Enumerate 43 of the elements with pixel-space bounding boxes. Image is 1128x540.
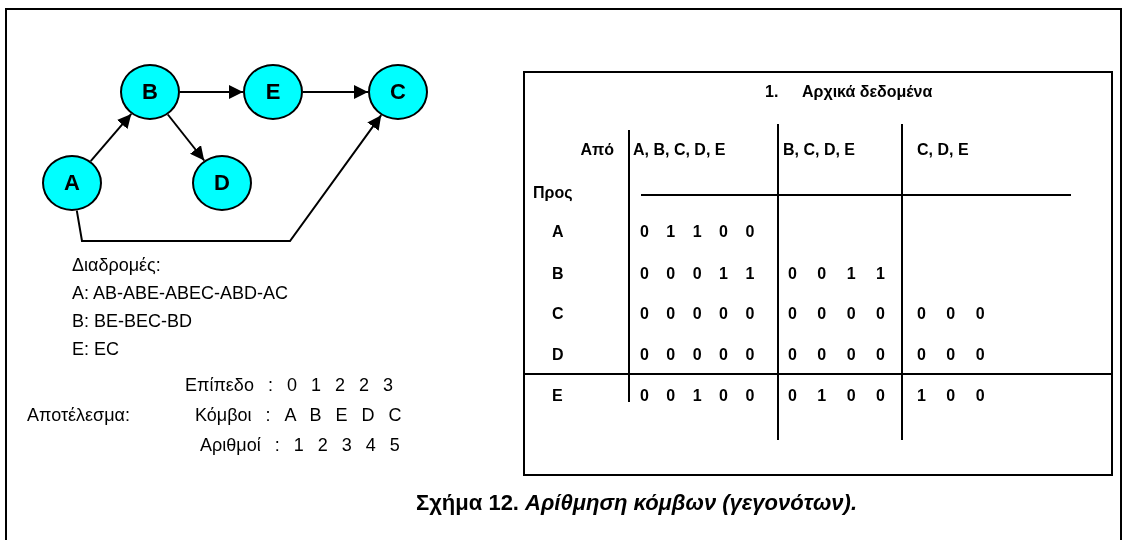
matrix-values: 0 0 0 1 1 (640, 264, 755, 284)
column-header: A, B, C, D, E (633, 140, 726, 160)
row-header: A (552, 222, 564, 242)
node-circle: C (368, 64, 428, 120)
column-header: C, D, E (917, 140, 969, 160)
route-list: E: EC (72, 338, 119, 360)
route-list: A: AB-ABE-ABEC-ABD-AC (72, 282, 289, 304)
row-header: D (552, 345, 564, 365)
matrix-values: 0 0 0 0 0 (640, 304, 755, 324)
row-header: Προς (533, 183, 573, 203)
arrow (166, 113, 206, 162)
row-header: B (552, 264, 564, 284)
arrow (179, 85, 244, 99)
arrow (302, 85, 369, 99)
arrow (89, 112, 133, 163)
result-row: Επίπεδο : 0 1 2 2 3 (185, 374, 393, 396)
node-circle: A (42, 155, 102, 211)
figure-caption: Σχήμα 12. Αρίθμηση κόμβων (γεγονότων). (416, 490, 857, 516)
column-header: B, C, D, E (783, 140, 855, 160)
column-header: Από (580, 140, 614, 160)
table-title: 1. (765, 82, 779, 102)
matrix-values: 1 0 0 (917, 386, 985, 406)
routes-heading: Διαδρομές: (72, 254, 161, 276)
arrow (75, 114, 383, 242)
row-header: E (552, 386, 563, 406)
result-row: Κόμβοι : A B E D C (195, 404, 402, 426)
matrix-values: 0 0 1 0 0 (640, 386, 755, 406)
matrix-values: 0 1 0 0 (788, 386, 885, 406)
table-title: Αρχικά δεδομένα (802, 82, 933, 102)
node-circle: E (243, 64, 303, 120)
matrix-values: 0 0 0 (917, 304, 985, 324)
node-circle: D (192, 155, 252, 211)
route-list: B: BE-BEC-BD (72, 310, 193, 332)
node-circle: B (120, 64, 180, 120)
matrix-values: 0 0 0 0 0 (640, 345, 755, 365)
matrix-values: 0 0 0 0 (788, 345, 885, 365)
matrix-values: 0 0 0 0 (788, 304, 885, 324)
matrix-values: 0 1 1 0 0 (640, 222, 755, 242)
matrix-values: 0 0 0 (917, 345, 985, 365)
matrix-values: 0 0 1 1 (788, 264, 885, 284)
result-heading: Αποτέλεσμα: (27, 404, 130, 426)
result-row: Αριθμοί : 1 2 3 4 5 (200, 434, 400, 456)
row-header: C (552, 304, 564, 324)
